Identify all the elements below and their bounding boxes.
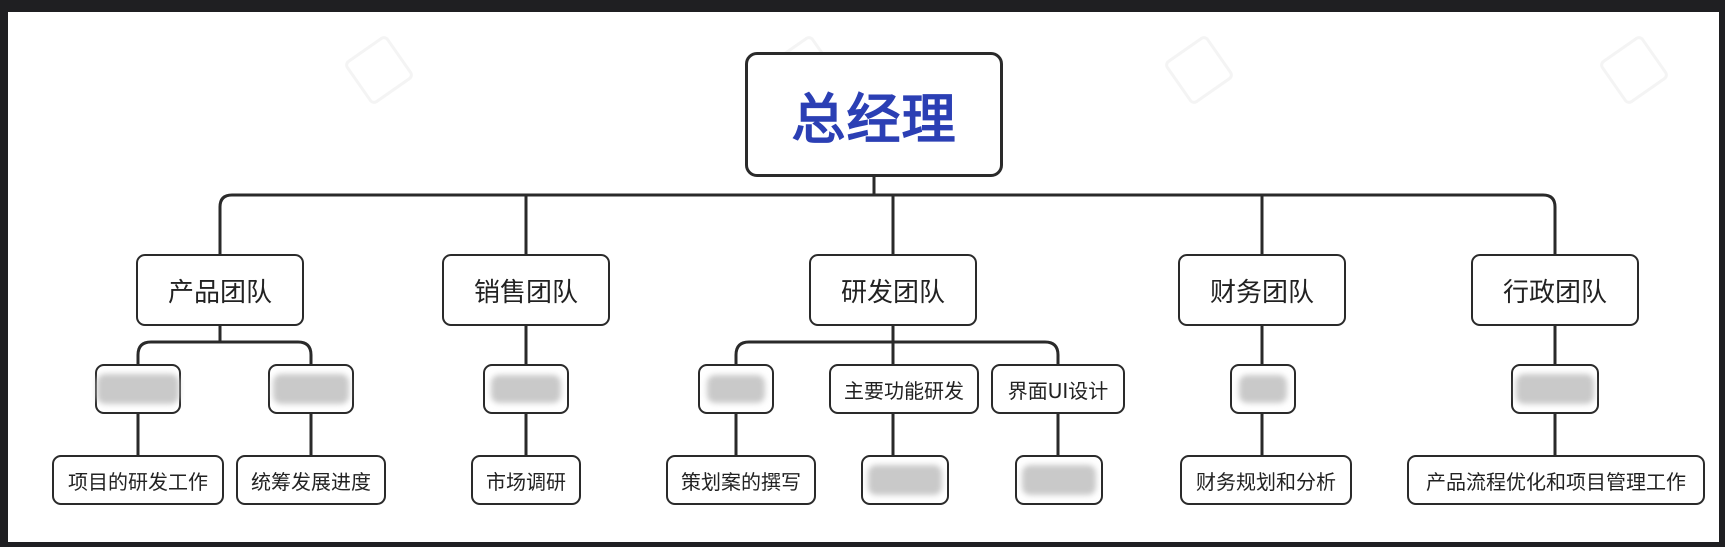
team-label: 行政团队 xyxy=(1502,277,1607,308)
redacted-text xyxy=(1022,465,1096,495)
team-node-admin: 行政团队 xyxy=(1471,254,1639,326)
team-label: 销售团队 xyxy=(473,277,578,308)
role-node-ui-design: 界面UI设计 xyxy=(991,364,1125,414)
team-node-rnd: 研发团队 xyxy=(809,254,977,326)
task-node: 项目的研发工作 xyxy=(52,455,224,505)
role-node-redacted xyxy=(1511,364,1599,414)
redacted-text xyxy=(491,375,561,403)
task-label: 市场调研 xyxy=(486,469,566,494)
task-node: 市场调研 xyxy=(471,455,581,505)
redacted-text xyxy=(1239,375,1287,403)
task-label: 财务规划和分析 xyxy=(1196,469,1336,494)
redacted-text xyxy=(1516,374,1594,404)
org-chart-canvas: 总经理 产品团队 销售团队 研发团队 财务团队 行政团队 主要功能研发 界面UI… xyxy=(8,12,1719,542)
team-node-product: 产品团队 xyxy=(136,254,304,326)
connector-lines xyxy=(136,175,1557,457)
team-node-finance: 财务团队 xyxy=(1178,254,1346,326)
task-node: 统筹发展进度 xyxy=(236,455,386,505)
redacted-text xyxy=(868,465,942,495)
role-label: 主要功能研发 xyxy=(844,378,964,403)
redacted-text xyxy=(97,374,179,404)
team-label: 财务团队 xyxy=(1209,277,1314,308)
task-label: 项目的研发工作 xyxy=(68,469,208,494)
task-label: 统筹发展进度 xyxy=(251,469,371,494)
redacted-text xyxy=(707,375,765,403)
task-node-redacted xyxy=(861,455,949,505)
task-node: 策划案的撰写 xyxy=(666,455,816,505)
role-node-main-function-dev: 主要功能研发 xyxy=(829,364,979,414)
task-node: 财务规划和分析 xyxy=(1180,455,1352,505)
root-node-general-manager: 总经理 xyxy=(745,52,1003,177)
role-node-redacted xyxy=(268,364,354,414)
role-node-redacted xyxy=(95,364,181,414)
root-label: 总经理 xyxy=(791,88,957,151)
role-node-redacted xyxy=(698,364,774,414)
task-node: 产品流程优化和项目管理工作 xyxy=(1407,455,1705,505)
task-node-redacted xyxy=(1015,455,1103,505)
role-node-redacted xyxy=(1230,364,1296,414)
task-label: 产品流程优化和项目管理工作 xyxy=(1426,469,1686,494)
team-node-sales: 销售团队 xyxy=(442,254,610,326)
role-label: 界面UI设计 xyxy=(1007,378,1109,403)
redacted-text xyxy=(273,374,349,404)
task-label: 策划案的撰写 xyxy=(681,469,801,494)
team-label: 研发团队 xyxy=(840,277,945,308)
team-label: 产品团队 xyxy=(167,277,272,308)
role-node-redacted xyxy=(483,364,569,414)
